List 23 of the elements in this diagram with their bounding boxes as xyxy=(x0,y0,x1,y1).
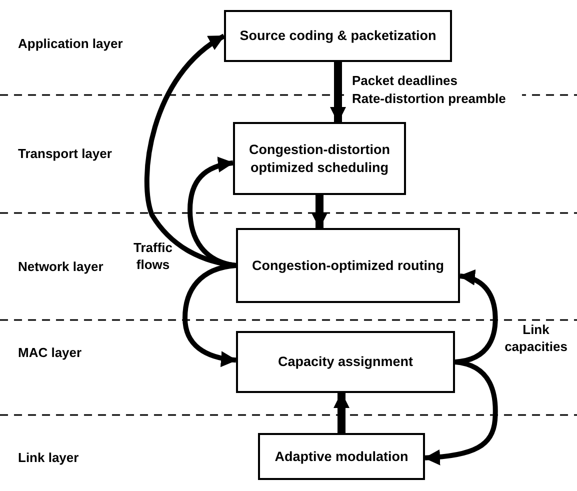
arrow xyxy=(182,263,237,367)
box-label: Source coding & packetization xyxy=(240,27,436,45)
process-box xyxy=(224,10,452,62)
flow-label: Traffic flows xyxy=(132,240,174,274)
box-label: Adaptive modulation xyxy=(274,448,408,466)
process-box xyxy=(236,331,455,393)
arrow xyxy=(334,392,350,433)
layer-label: Application layer xyxy=(18,36,124,53)
layer-label: Transport layer xyxy=(18,146,113,163)
process-box xyxy=(258,433,425,480)
process-box xyxy=(236,228,460,303)
arrow xyxy=(424,360,498,466)
flow-label: Link capacities xyxy=(504,322,568,356)
box-label: Congestion-distortion optimized scheduling xyxy=(248,140,391,176)
arrow xyxy=(454,270,498,364)
box-label: Capacity assignment xyxy=(278,353,414,371)
arrow xyxy=(312,195,328,229)
layer-label: MAC layer xyxy=(18,345,83,362)
layer-label: Link layer xyxy=(18,450,80,467)
process-box xyxy=(233,122,406,195)
arrow xyxy=(330,62,346,123)
layer-label: Network layer xyxy=(18,259,104,276)
box-label: Congestion-optimized routing xyxy=(252,256,444,274)
